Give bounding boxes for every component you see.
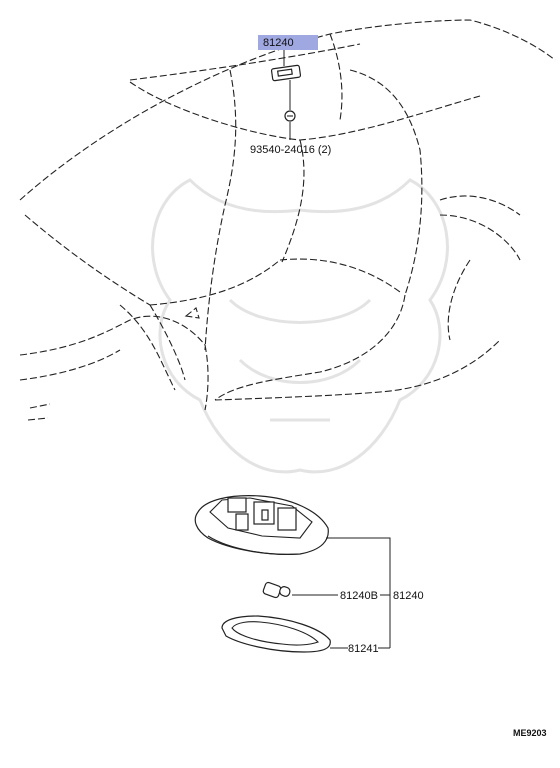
- lens-cover: [221, 615, 331, 653]
- bulb-label-a: 81240B: [340, 590, 378, 602]
- lens-label: 81241: [348, 643, 379, 655]
- bulb-label-b: 81240: [393, 590, 424, 602]
- highlight-box: [258, 35, 318, 50]
- roof-light-mount: [270, 64, 302, 82]
- car-body-outline: [19, 19, 556, 421]
- bulb-icon: [262, 581, 291, 599]
- screw-icon: [284, 110, 296, 122]
- screw-label: 93540-24016 (2): [250, 144, 331, 156]
- dome-light-housing: [194, 495, 329, 555]
- figure-code: ME9203: [513, 728, 547, 738]
- highlight-part-label: 81240: [263, 37, 294, 49]
- watermark-emblem: [151, 178, 449, 474]
